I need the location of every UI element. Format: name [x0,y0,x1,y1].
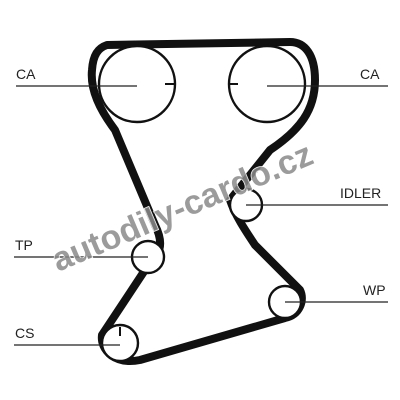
label-tp: TP [15,237,33,253]
label-cs: CS [15,325,34,341]
camshaft-pulley-right [227,44,307,124]
watermark-text: autodily-cardo.cz [46,135,318,279]
crankshaft-pulley [100,323,140,363]
label-ca-right: CA [360,66,380,82]
camshaft-pulley-left [97,44,177,124]
label-wp: WP [363,282,386,298]
label-idler: IDLER [340,185,381,201]
label-ca-left: CA [16,66,36,82]
